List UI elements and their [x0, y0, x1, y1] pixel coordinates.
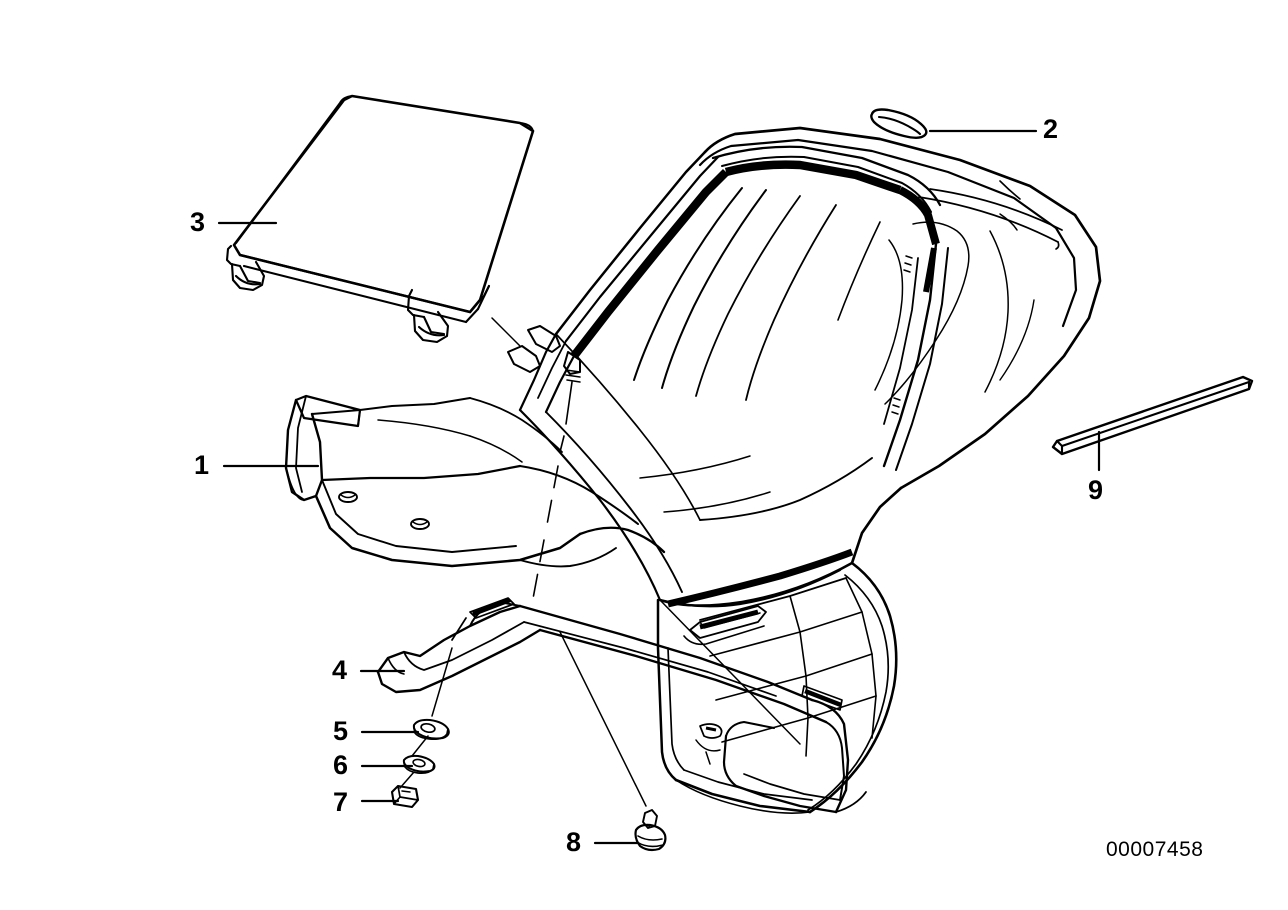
part-8-expanding-rivet	[634, 809, 667, 852]
callout-label-8: 8	[566, 827, 582, 857]
part-1-side-trim-panel	[284, 394, 666, 568]
part-4-support-bracket	[376, 597, 867, 814]
callout-label-6: 6	[333, 750, 349, 780]
callout-label-5: 5	[333, 716, 349, 746]
callout-label-1: 1	[194, 450, 210, 480]
callout-label-9: 9	[1088, 475, 1104, 505]
part-6-lock-washer	[402, 754, 436, 775]
callout-label-2: 2	[1043, 114, 1059, 144]
callout-label-3: 3	[190, 207, 206, 237]
callout-label-4: 4	[332, 655, 348, 685]
part-3-compartment-lid	[225, 94, 535, 344]
part-5-flat-washer	[412, 718, 450, 741]
callout-label-7: 7	[333, 787, 349, 817]
part-9-trim-strip	[1051, 375, 1254, 456]
part-2-oval-plug	[870, 108, 928, 139]
diagram-part-number: 00007458	[1106, 838, 1204, 861]
